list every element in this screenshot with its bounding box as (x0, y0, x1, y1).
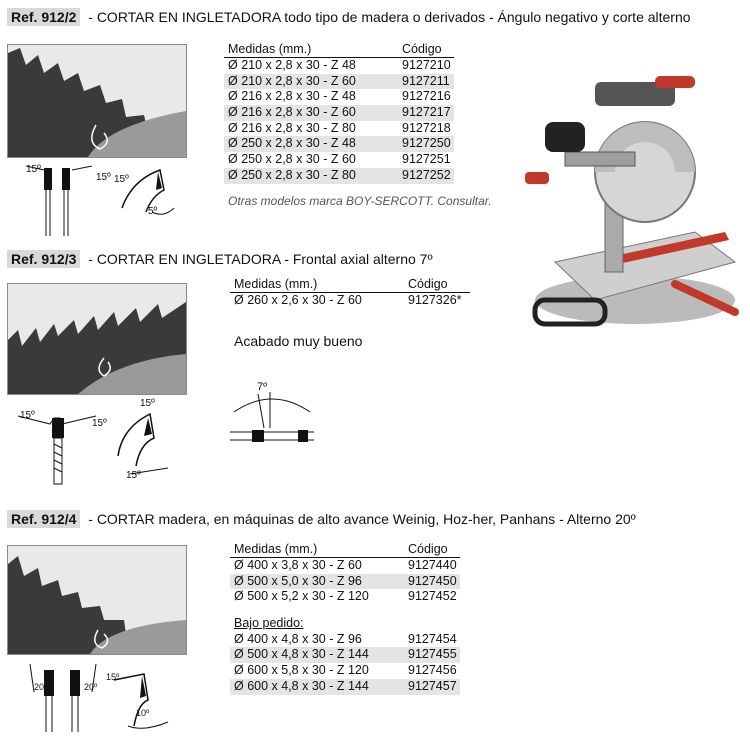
angle-label: 5º (148, 206, 158, 217)
col-header-measures: Medidas (mm.) (228, 42, 312, 56)
angle-label: 15º (140, 398, 155, 409)
table-912-4: Medidas (mm.) Código Ø 400 x 3,8 x 30 - Z… (230, 542, 460, 695)
angle-label: 10º (136, 708, 150, 718)
col-header-code: Código (408, 277, 448, 291)
saw-blade-illustration (7, 545, 187, 655)
other-models-note: Otras modelos marca BOY-SERCOTT. Consult… (228, 194, 492, 208)
on-demand-label-row: Bajo pedido: (230, 616, 460, 632)
section-912-3-desc: - CORTAR EN INGLETADORA - Frontal axial … (84, 251, 433, 267)
on-demand-label: Bajo pedido: (234, 616, 304, 631)
miter-saw-machine (525, 62, 747, 332)
angle-label: 20º (34, 682, 48, 692)
tooth-angle-diagram (104, 660, 176, 732)
section-912-2-desc: - CORTAR EN INGLETADORA todo tipo de mad… (84, 9, 691, 25)
angle-label: 15º (96, 172, 111, 183)
angle-label: 15º (26, 164, 41, 175)
axial-angle-diagram (228, 382, 316, 446)
ref-912-3: Ref. 912/3 (7, 250, 81, 268)
angle-label: 20º (84, 682, 98, 692)
col-header-measures: Medidas (mm.) (234, 542, 318, 556)
angle-label: 15º (106, 672, 120, 682)
angle-label: 15º (126, 470, 141, 481)
tooth-angle-diagram (112, 160, 182, 220)
col-header-code: Código (408, 542, 448, 556)
angle-label: 15º (114, 174, 129, 185)
col-header-measures: Medidas (mm.) (234, 277, 318, 291)
angle-label: 15º (92, 418, 107, 429)
table-912-2: Medidas (mm.) Código Ø 210 x 2,8 x 30 - Z… (224, 42, 454, 184)
tooth-angle-diagram (110, 394, 170, 486)
ref-912-4: Ref. 912/4 (7, 510, 81, 528)
section-912-4-title: Ref. 912/4 - CORTAR madera, en máquinas … (7, 510, 636, 528)
tooth-section-diagram (14, 404, 110, 486)
table-912-3: Medidas (mm.) Código Ø 260 x 2,6 x 30 - Z… (230, 277, 470, 309)
section-912-2-title: Ref. 912/2 - CORTAR EN INGLETADORA todo … (7, 8, 691, 26)
col-header-code: Código (402, 42, 442, 56)
angle-label: 15º (20, 410, 35, 421)
tooth-section-diagram (26, 660, 102, 732)
tooth-section-diagram (24, 160, 94, 238)
ref-912-2: Ref. 912/2 (7, 8, 81, 26)
saw-blade-illustration (7, 283, 187, 395)
saw-blade-illustration (7, 44, 187, 158)
section-912-4-desc: - CORTAR madera, en máquinas de alto ava… (84, 511, 636, 527)
angle-label: 7º (257, 381, 268, 393)
section-912-3-title: Ref. 912/3 - CORTAR EN INGLETADORA - Fro… (7, 250, 433, 268)
finish-quality: Acabado muy bueno (234, 333, 363, 349)
